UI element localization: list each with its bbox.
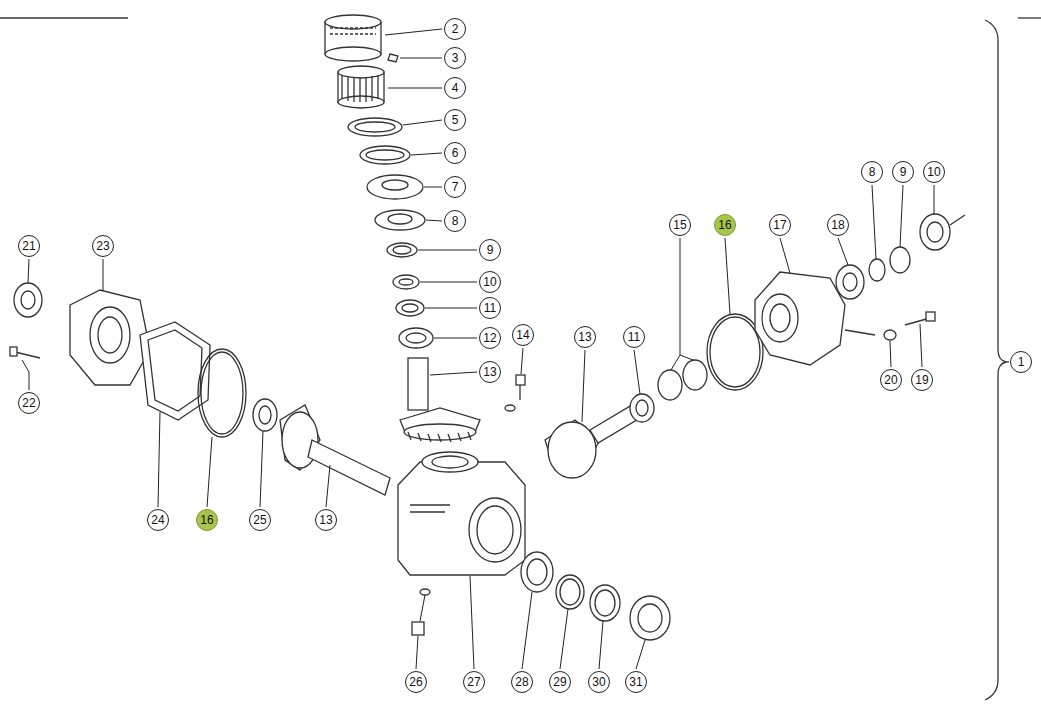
callout-number: 7: [444, 176, 466, 198]
callout-number: 2: [444, 18, 466, 40]
callout-number: 5: [444, 109, 466, 131]
callout-number: 25: [249, 509, 271, 531]
callout-number: 3: [444, 47, 466, 69]
callout-number: 13: [574, 326, 596, 348]
callout-number: 1: [1010, 351, 1032, 373]
callout-number: 15: [669, 214, 691, 236]
callout-number: 9: [479, 239, 501, 261]
callout-number: 12: [479, 327, 501, 349]
callout-number: 8: [444, 210, 466, 232]
callout-number: 22: [18, 392, 40, 414]
callout-number: 9: [892, 161, 914, 183]
callout-number: 4: [444, 77, 466, 99]
callout-number: 11: [623, 326, 645, 348]
callout-number: 20: [880, 369, 902, 391]
callout-number: 10: [479, 271, 501, 293]
callout-number: 18: [827, 214, 849, 236]
callout-number: 10: [923, 161, 945, 183]
callout-number: 28: [511, 671, 533, 693]
callout-number: 13: [315, 509, 337, 531]
callout-number: 30: [588, 671, 610, 693]
callout-number: 31: [625, 671, 647, 693]
callout-number: 23: [92, 235, 114, 257]
callout-number: 13: [479, 361, 501, 383]
callout-number: 14: [512, 324, 534, 346]
callout-number: 16: [196, 509, 218, 531]
callout-number: 19: [911, 369, 933, 391]
callout-number: 27: [463, 671, 485, 693]
callout-number: 16: [714, 214, 736, 236]
callout-number: 6: [444, 142, 466, 164]
callout-number: 21: [18, 235, 40, 257]
callout-number: 17: [769, 214, 791, 236]
callout-number: 24: [147, 509, 169, 531]
callout-number: 26: [405, 671, 427, 693]
callout-number: 29: [549, 671, 571, 693]
callout-number: 11: [479, 297, 501, 319]
callout-number: 8: [861, 161, 883, 183]
